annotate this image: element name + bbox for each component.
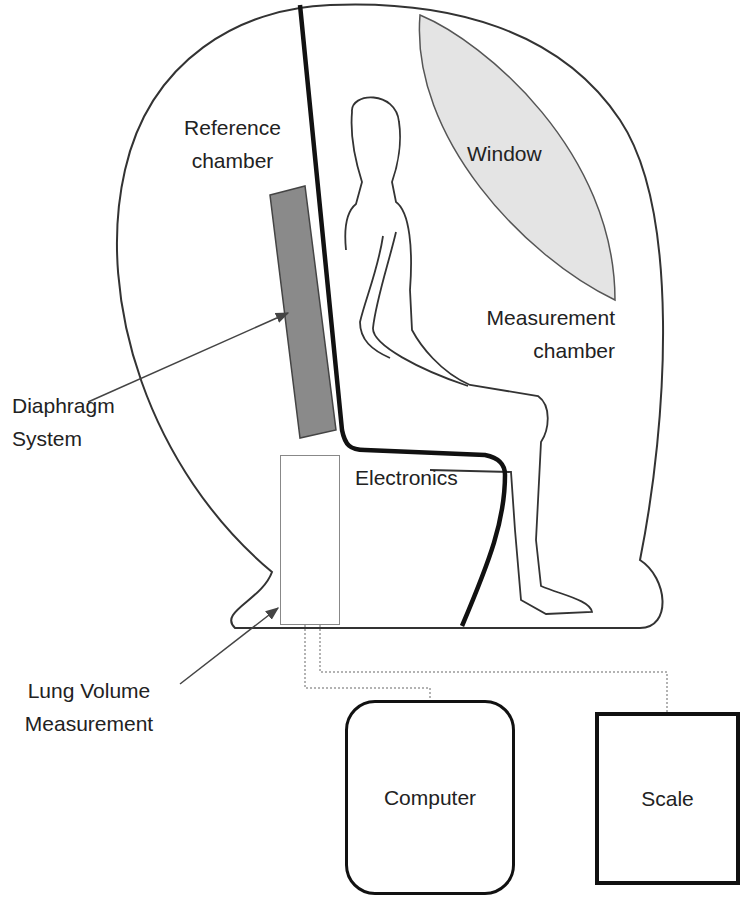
part-label: Lung Volume Measurement (3, 675, 175, 740)
diaphragm-system (270, 186, 336, 438)
chamber-label: Reference chamber (160, 112, 305, 177)
node-text: Electronics (355, 462, 458, 494)
pod-outline (117, 4, 663, 628)
leader-line (88, 313, 288, 402)
node-text: Window (467, 138, 542, 170)
part-label: Diaphragm System (12, 390, 137, 455)
signal-cable (320, 625, 667, 712)
leader-line (180, 608, 278, 684)
scale-box: Scale (595, 712, 740, 885)
computer-box: Computer (345, 700, 515, 895)
chamber-label: Measurement chamber (425, 302, 615, 367)
node-text: Scale (641, 783, 694, 815)
electronics-box: Electronics (280, 455, 340, 625)
person-arm (360, 232, 468, 386)
node-text: Computer (384, 782, 476, 814)
window-pane: Window (415, 12, 620, 304)
signal-cable (305, 625, 430, 700)
